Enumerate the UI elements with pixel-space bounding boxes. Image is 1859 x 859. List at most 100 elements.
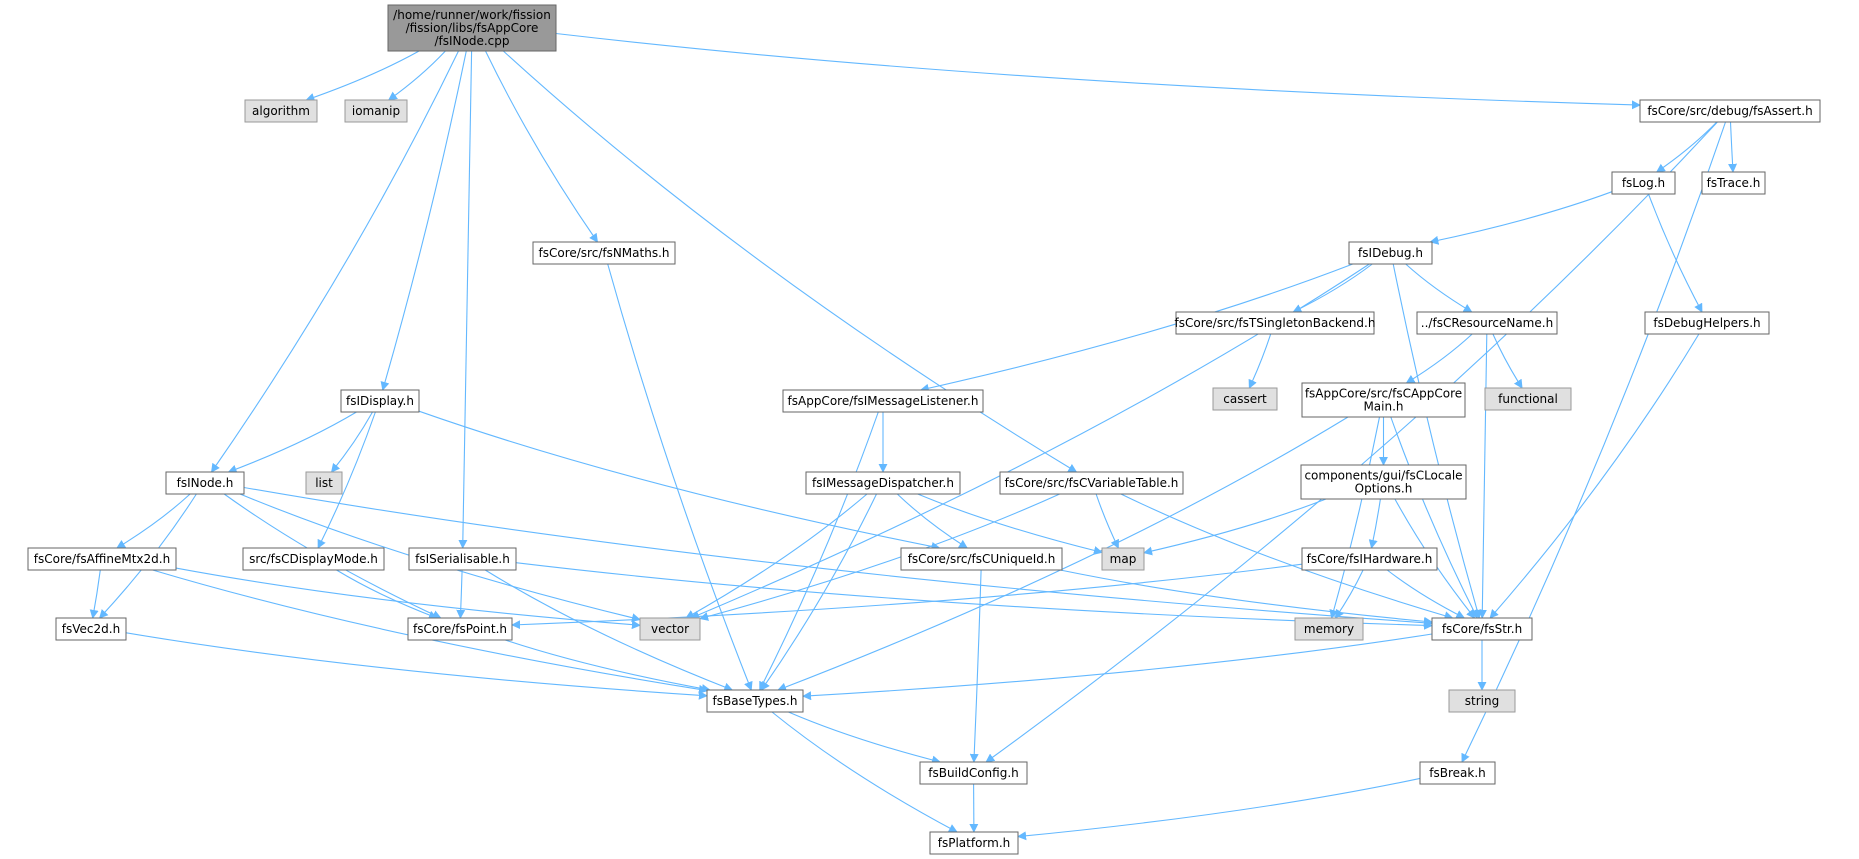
node-fsIMessageListener-label: fsAppCore/fsIMessageListener.h	[788, 394, 979, 408]
node-vector: vector	[639, 617, 701, 641]
node-fsTSingleton[interactable]: fsCore/src/fsTSingletonBackend.h	[1175, 311, 1376, 335]
node-root[interactable]: /home/runner/work/fission/fission/libs/f…	[387, 4, 557, 52]
node-map: map	[1101, 547, 1145, 571]
node-fsBreak-box	[1419, 761, 1496, 785]
edge-root-to-fsNMaths	[485, 50, 599, 243]
edge-fsBreak-to-fsPlatform	[1017, 777, 1421, 841]
node-fsLog-label: fsLog.h	[1622, 176, 1665, 190]
node-fsIMessageListener[interactable]: fsAppCore/fsIMessageListener.h	[782, 389, 984, 413]
edge-fsStr-to-fsBaseTypes	[802, 633, 1433, 701]
node-fsCDisplayMode-label: src/fsCDisplayMode.h	[249, 552, 378, 566]
node-map-box	[1101, 547, 1145, 571]
node-fsCVariableTable-box	[999, 471, 1184, 495]
node-fsCResourceName-label: ../fsCResourceName.h	[1421, 316, 1553, 330]
edge-fsVec2d-to-fsBaseTypes	[125, 632, 708, 700]
node-fsPlatform-box	[929, 831, 1019, 855]
node-fsVec2d[interactable]: fsVec2d.h	[55, 617, 127, 641]
edge-fsCLocaleOptions-to-map	[1143, 498, 1327, 556]
node-fsINode[interactable]: fsINode.h	[165, 471, 245, 495]
node-string: string	[1448, 689, 1516, 713]
node-fsIDisplay-label: fsIDisplay.h	[346, 394, 414, 408]
node-fsISerialisable[interactable]: fsISerialisable.h	[408, 547, 517, 571]
node-fsCLocaleOptions-box	[1300, 464, 1467, 500]
node-fsVec2d-label: fsVec2d.h	[62, 622, 120, 636]
edge-fsIDebug-to-fsCResourceName	[1405, 263, 1473, 313]
node-fsCVariableTable[interactable]: fsCore/src/fsCVariableTable.h	[999, 471, 1184, 495]
edge-fsCResourceName-to-fsCAppCoreMain	[1405, 333, 1473, 384]
node-fsIMessageDispatcher[interactable]: fsIMessageDispatcher.h	[805, 471, 961, 495]
edge-fsCResourceName-to-fsStr	[1477, 333, 1488, 619]
edge-fsIMessageDispatcher-to-vector	[685, 493, 868, 619]
edge-fsIDisplay-to-fsINode	[227, 411, 357, 474]
edge-fsPoint-to-fsBaseTypes	[504, 639, 711, 693]
node-fsNMaths-box	[532, 241, 676, 265]
edge-fsCResourceName-to-functional	[1492, 333, 1523, 389]
node-fsBaseTypes-box	[706, 689, 804, 713]
node-fsPoint[interactable]: fsCore/fsPoint.h	[407, 617, 513, 641]
node-fsNMaths[interactable]: fsCore/src/fsNMaths.h	[532, 241, 676, 265]
edge-root-to-fsCVariableTable	[502, 50, 1078, 473]
node-fsINode-label: fsINode.h	[177, 476, 234, 490]
node-functional-label: functional	[1498, 392, 1558, 406]
edge-fsCVariableTable-to-vector	[699, 493, 1060, 621]
node-fsDebugHelpers-label: fsDebugHelpers.h	[1653, 316, 1760, 330]
node-fsCResourceName[interactable]: ../fsCResourceName.h	[1416, 311, 1558, 335]
node-list: list	[305, 471, 343, 495]
edge-fsCAppCoreMain-to-fsStr	[1390, 416, 1478, 619]
node-fsAssert-box	[1639, 99, 1821, 123]
edge-root-to-iomanip	[387, 50, 446, 101]
node-fsIHardware[interactable]: fsCore/fsIHardware.h	[1301, 547, 1438, 571]
edge-fsCVariableTable-to-fsStr	[1120, 493, 1454, 621]
node-fsTrace-box	[1701, 171, 1766, 195]
node-fsIHardware-box	[1301, 547, 1438, 571]
edge-fsAffineMtx2d-to-vector	[175, 567, 641, 630]
node-fsPoint-label: fsCore/fsPoint.h	[413, 622, 507, 636]
node-fsBreak[interactable]: fsBreak.h	[1419, 761, 1496, 785]
node-fsCUniqueId[interactable]: fsCore/src/fsCUniqueId.h	[900, 547, 1063, 571]
edge-fsIMessageDispatcher-to-fsBaseTypes	[760, 493, 877, 691]
edge-root-to-fsIDisplay	[380, 50, 467, 391]
node-fsBaseTypes[interactable]: fsBaseTypes.h	[706, 689, 804, 713]
node-fsPlatform[interactable]: fsPlatform.h	[929, 831, 1019, 855]
node-vector-label: vector	[651, 622, 689, 636]
node-fsCDisplayMode[interactable]: src/fsCDisplayMode.h	[242, 547, 385, 571]
node-fsLog[interactable]: fsLog.h	[1611, 171, 1676, 195]
edge-fsTSingleton-to-cassert	[1248, 333, 1272, 389]
node-iomanip: iomanip	[344, 99, 408, 123]
edge-fsAssert-to-fsTrace	[1728, 121, 1738, 173]
node-fsTrace[interactable]: fsTrace.h	[1701, 171, 1766, 195]
node-fsAssert-label: fsCore/src/debug/fsAssert.h	[1647, 104, 1812, 118]
node-fsStr[interactable]: fsCore/fsStr.h	[1431, 617, 1533, 641]
node-fsVec2d-box	[55, 617, 127, 641]
node-fsBreak-label: fsBreak.h	[1429, 766, 1485, 780]
node-fsISerialisable-box	[408, 547, 517, 571]
edge-fsBaseTypes-to-fsBuildConfig	[788, 711, 941, 765]
edge-fsIMessageDispatcher-to-map	[917, 493, 1103, 555]
node-fsNMaths-label: fsCore/src/fsNMaths.h	[539, 246, 670, 260]
node-fsStr-label: fsCore/fsStr.h	[1442, 622, 1522, 636]
node-iomanip-label: iomanip	[352, 104, 400, 118]
node-root-label: /home/runner/work/fission	[393, 8, 551, 22]
node-cassert: cassert	[1212, 387, 1278, 411]
node-functional: functional	[1484, 387, 1572, 411]
node-fsAffineMtx2d[interactable]: fsCore/fsAffineMtx2d.h	[27, 547, 177, 571]
node-algorithm-label: algorithm	[252, 104, 310, 118]
node-fsAssert[interactable]: fsCore/src/debug/fsAssert.h	[1639, 99, 1821, 123]
node-vector-box	[639, 617, 701, 641]
node-fsCAppCoreMain-label: Main.h	[1363, 400, 1403, 414]
node-fsIDisplay[interactable]: fsIDisplay.h	[340, 389, 420, 413]
edge-fsCAppCoreMain-to-fsBaseTypes	[777, 416, 1349, 692]
node-fsDebugHelpers[interactable]: fsDebugHelpers.h	[1644, 311, 1770, 335]
edge-root-to-fsAssert	[555, 32, 1641, 110]
node-fsCResourceName-box	[1416, 311, 1558, 335]
node-fsAffineMtx2d-box	[27, 547, 177, 571]
node-functional-box	[1484, 387, 1572, 411]
node-fsIDebug[interactable]: fsIDebug.h	[1348, 241, 1433, 265]
edge-root-to-fsISerialisable	[458, 50, 473, 549]
node-fsDebugHelpers-box	[1644, 311, 1770, 335]
node-fsCVariableTable-label: fsCore/src/fsCVariableTable.h	[1005, 476, 1179, 490]
node-fsBuildConfig[interactable]: fsBuildConfig.h	[919, 761, 1028, 785]
edge-fsAssert-to-fsBreak	[1461, 121, 1727, 763]
